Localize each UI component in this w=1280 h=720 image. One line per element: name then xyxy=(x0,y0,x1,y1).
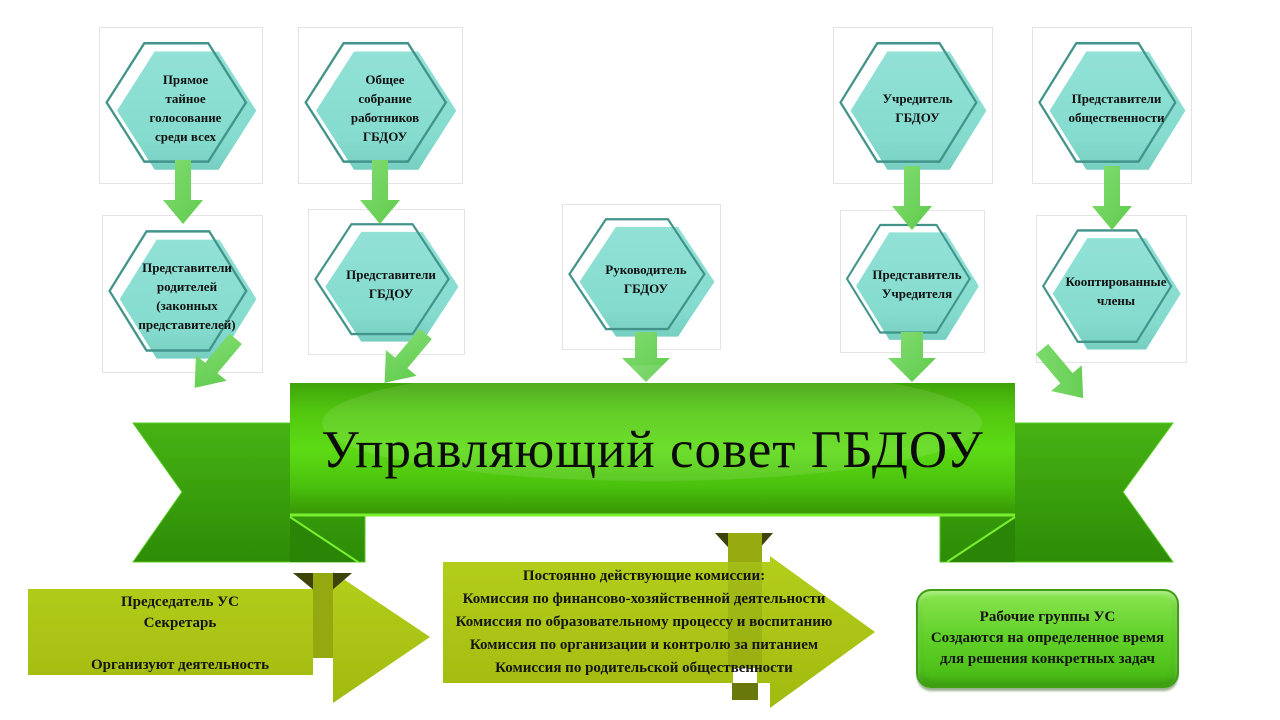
hexagon-shape xyxy=(314,223,459,342)
hexagon-shape xyxy=(568,218,715,337)
hexagon-shape xyxy=(304,42,457,170)
hexagon-label: Представители ГБДОУ xyxy=(346,267,436,301)
hexagon-label: Учредитель ГБДОУ xyxy=(882,90,953,125)
hexagon-label: Руководитель ГБДОУ xyxy=(605,262,687,296)
hexagon-label: Представитель Учредителя xyxy=(872,266,962,301)
banner-center-panel xyxy=(290,383,1015,516)
commissions-arrow-shape xyxy=(443,533,875,708)
banner-ribbon xyxy=(132,365,1174,563)
arrow-down-founder-to-representative xyxy=(892,166,932,230)
commissions-arrow xyxy=(443,556,875,708)
hexagon-label: Представители родителей (законных предст… xyxy=(138,260,236,332)
arrow-down-voting-to-parents xyxy=(163,160,203,224)
arrow-down-head-to-council xyxy=(622,332,670,382)
hexagon-shape xyxy=(1041,229,1181,350)
hexagon-cell-general-meeting: Общее собрание работников ГБДОУ xyxy=(298,27,463,184)
connector-left-bar xyxy=(313,573,333,658)
hexagon-label: Общее собрание работников ГБДОУ xyxy=(350,71,420,144)
hexagon-shape xyxy=(1038,42,1186,170)
working-groups-text: Рабочие группы УС Создаются на определен… xyxy=(930,609,1165,667)
hexagon-label: Представители общественности xyxy=(1068,90,1165,125)
banner-title: Управляющий совет ГБДОУ xyxy=(321,421,984,479)
hexagon-label: Прямое тайное голосование среди всех xyxy=(149,71,222,144)
connector-left-shadow-left xyxy=(293,573,316,592)
hexagon-label: Кооптированные члены xyxy=(1065,274,1167,308)
hexagon-cell-gbdou-representatives: Представители ГБДОУ xyxy=(308,209,465,355)
hexagon-cell-head-of-gbdou: Руководитель ГБДОУ xyxy=(562,204,721,350)
arrow-down-founder-rep-to-council xyxy=(888,332,936,382)
arrow-diagonal-parents-to-council xyxy=(194,333,242,388)
hexagon-cell-founder: Учредитель ГБДОУ xyxy=(833,27,993,184)
connector-center-bar xyxy=(728,533,762,564)
hexagon-shape xyxy=(105,42,257,170)
arrow-diagonal-coopted-to-council xyxy=(1035,343,1084,399)
hexagon-shape xyxy=(108,230,257,359)
hexagon-cell-direct-voting: Прямое тайное голосование среди всех xyxy=(99,27,263,184)
hexagon-cell-founder-representative: Представитель Учредителя xyxy=(840,210,985,353)
hexagon-shape xyxy=(845,223,979,340)
commissions-arrow-text: Постоянно действующие комиссии: Комиссия… xyxy=(455,568,833,676)
connector-center-stub xyxy=(732,683,758,700)
arrow-diagonal-gbdou-to-council xyxy=(384,328,432,383)
chairman-arrow-text: Председатель УС Секретарь Организуют дея… xyxy=(90,594,270,673)
arrow-down-meeting-to-representatives xyxy=(360,160,400,224)
chairman-arrow-shape xyxy=(28,572,430,703)
hexagon-shape xyxy=(839,42,987,170)
hexagon-cell-public-representatives: Представители общественности xyxy=(1032,27,1192,184)
connector-left-shadow-right xyxy=(330,573,352,592)
working-groups-box: Рабочие группы УС Создаются на определен… xyxy=(916,589,1179,688)
arrow-down-public-to-coopted xyxy=(1092,166,1132,230)
